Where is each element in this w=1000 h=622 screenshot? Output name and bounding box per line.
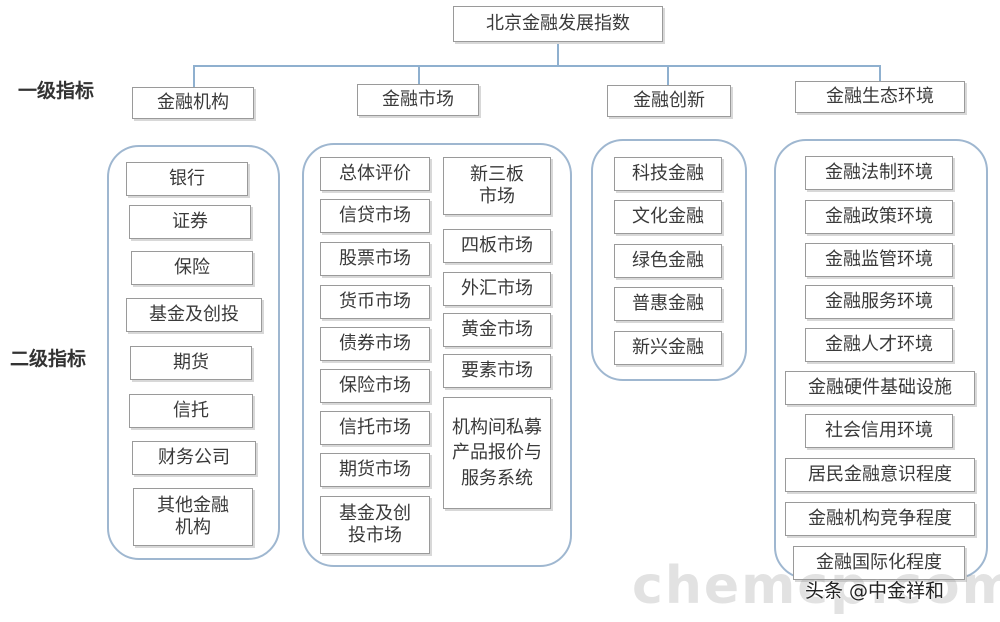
env-competition: 金融机构竞争程度 (785, 502, 975, 536)
market-fourth-board: 四板市场 (443, 229, 551, 263)
item-fund-vc: 基金及创投 (126, 298, 262, 332)
connector-3 (667, 65, 669, 85)
market-interinstitution-private: 机构间私募产品报价与服务系统 (443, 397, 551, 509)
innovation-culture-finance: 文化金融 (614, 200, 722, 234)
market-fund-vc: 基金及创投市场 (320, 496, 430, 554)
item-insurance: 保险 (131, 251, 253, 285)
watermark-logo: chemcp.com (632, 556, 1000, 616)
horizontal-connector (193, 65, 881, 67)
level2-label: 二级指标 (10, 348, 87, 370)
market-stock: 股票市场 (320, 242, 430, 276)
item-trust: 信托 (129, 394, 253, 428)
item-finance-company: 财务公司 (132, 441, 256, 475)
market-neeq: 新三板市场 (443, 157, 551, 215)
market-factor: 要素市场 (443, 354, 551, 388)
market-trust: 信托市场 (320, 411, 430, 445)
innovation-tech-finance: 科技金融 (614, 157, 722, 191)
connector-1 (193, 65, 195, 87)
innovation-emerging-finance: 新兴金融 (614, 331, 722, 365)
innovation-green-finance: 绿色金融 (614, 244, 722, 278)
category-financial-institutions: 金融机构 (132, 87, 254, 119)
item-securities: 证券 (129, 205, 251, 239)
market-futures: 期货市场 (320, 453, 430, 487)
market-money: 货币市场 (320, 285, 430, 319)
category-financial-innovation: 金融创新 (607, 85, 731, 117)
connector-4 (879, 65, 881, 81)
env-policy: 金融政策环境 (805, 200, 953, 234)
item-futures: 期货 (130, 346, 252, 380)
market-bond: 债券市场 (320, 327, 430, 361)
connector-2 (418, 65, 420, 84)
env-infrastructure: 金融硬件基础设施 (785, 371, 975, 405)
env-credit: 社会信用环境 (805, 414, 953, 448)
market-overall: 总体评价 (320, 157, 430, 191)
root-connector (557, 42, 559, 66)
level1-label: 一级指标 (18, 80, 95, 102)
market-forex: 外汇市场 (443, 272, 551, 306)
watermark-text: 头条 @中金祥和 (805, 580, 945, 602)
env-internationalization: 金融国际化程度 (793, 546, 965, 580)
item-other-institutions: 其他金融机构 (133, 488, 253, 546)
env-service: 金融服务环境 (805, 285, 953, 319)
env-legal: 金融法制环境 (805, 156, 953, 190)
innovation-inclusive-finance: 普惠金融 (614, 287, 722, 321)
category-financial-markets: 金融市场 (357, 84, 479, 116)
root-node: 北京金融发展指数 (453, 6, 663, 42)
market-gold: 黄金市场 (443, 313, 551, 347)
market-credit: 信贷市场 (320, 199, 430, 233)
env-resident-awareness: 居民金融意识程度 (785, 458, 975, 492)
category-financial-ecosystem: 金融生态环境 (795, 81, 965, 113)
env-talent: 金融人才环境 (805, 328, 953, 362)
item-bank: 银行 (126, 162, 248, 196)
market-insurance: 保险市场 (320, 369, 430, 403)
env-regulatory: 金融监管环境 (805, 243, 953, 277)
